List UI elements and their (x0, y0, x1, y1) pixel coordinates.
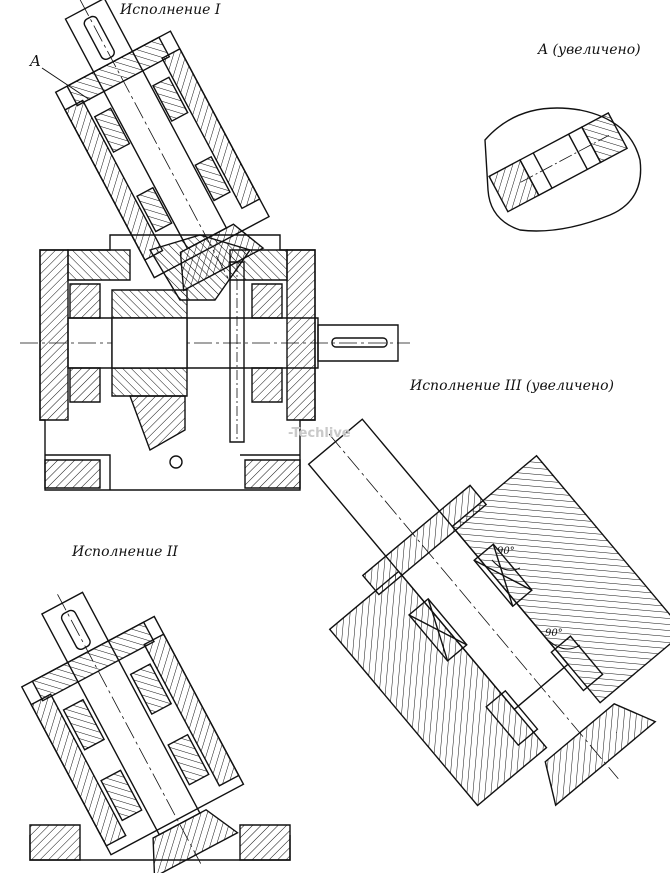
keyway-right (332, 338, 387, 347)
view-detail-a (485, 108, 641, 231)
angle-arc-2 (548, 640, 580, 649)
housing-base (45, 455, 300, 490)
v2-bearing-3 (101, 770, 142, 820)
v3-bearing-lower (474, 544, 532, 606)
view-version-3 (233, 341, 670, 859)
title-version-2: Исполнение II (72, 544, 178, 560)
input-bearing-2 (153, 77, 188, 121)
bearing-right (252, 284, 282, 318)
input-wall-right (162, 49, 259, 208)
v2-pinion (138, 802, 237, 873)
v3-bearing-upper (409, 599, 467, 661)
title-version-3: Исполнение III (увеличено) (410, 378, 614, 394)
v3-cap (363, 485, 486, 594)
title-version-1: Исполнение I (120, 2, 221, 18)
input-bearing-4 (195, 157, 230, 201)
view-version-2 (0, 559, 290, 873)
v3-pinion (530, 691, 655, 805)
housing-wall-right (287, 250, 315, 420)
v2-bearing-2 (131, 664, 172, 714)
output-shaft (68, 318, 318, 368)
angle-label-2: 90° (545, 628, 563, 639)
pinion (167, 217, 263, 290)
housing-wall-left (40, 250, 68, 420)
v3-bearing-2-lower (551, 636, 602, 690)
view-version-1 (20, 0, 410, 490)
input-bearing-3 (137, 188, 172, 232)
housing-top-left (68, 250, 130, 280)
detail-a-outline (485, 108, 641, 231)
v2-wall-right (144, 634, 239, 786)
v2-flange-right (240, 825, 290, 860)
v2-bearing-1 (64, 700, 105, 750)
input-wall-left (65, 100, 162, 259)
v3-bearing-2-upper (486, 691, 537, 745)
bevel-gear-lower (130, 396, 185, 450)
gear-hub-bore (112, 318, 187, 368)
v2-shaft-key (60, 609, 92, 651)
angle-arc-1 (492, 560, 520, 570)
v2-flange-left (30, 825, 80, 860)
angle-label-1: 90° (497, 546, 515, 557)
detail-a-hatch-left (489, 160, 539, 212)
bearing-right-lower (252, 368, 282, 402)
v3-housing-right (452, 456, 670, 703)
v3-housing-left (330, 571, 547, 805)
base-foot-right (245, 460, 300, 488)
leader-label-a: A (30, 52, 41, 70)
leader-a-line (42, 68, 90, 100)
drain-plug (170, 456, 182, 468)
v2-bearing-4 (168, 735, 209, 785)
bearing-left (70, 284, 100, 318)
inclined-input-assembly (23, 0, 288, 313)
input-bearing-1 (95, 108, 130, 152)
v2-wall-left (31, 694, 126, 846)
input-shaft-key (83, 15, 116, 61)
base-foot-left (45, 460, 100, 488)
watermark-text: -Techlive (288, 426, 351, 441)
bearing-left-lower (70, 368, 100, 402)
title-detail-a: A (увеличено) (538, 42, 641, 58)
